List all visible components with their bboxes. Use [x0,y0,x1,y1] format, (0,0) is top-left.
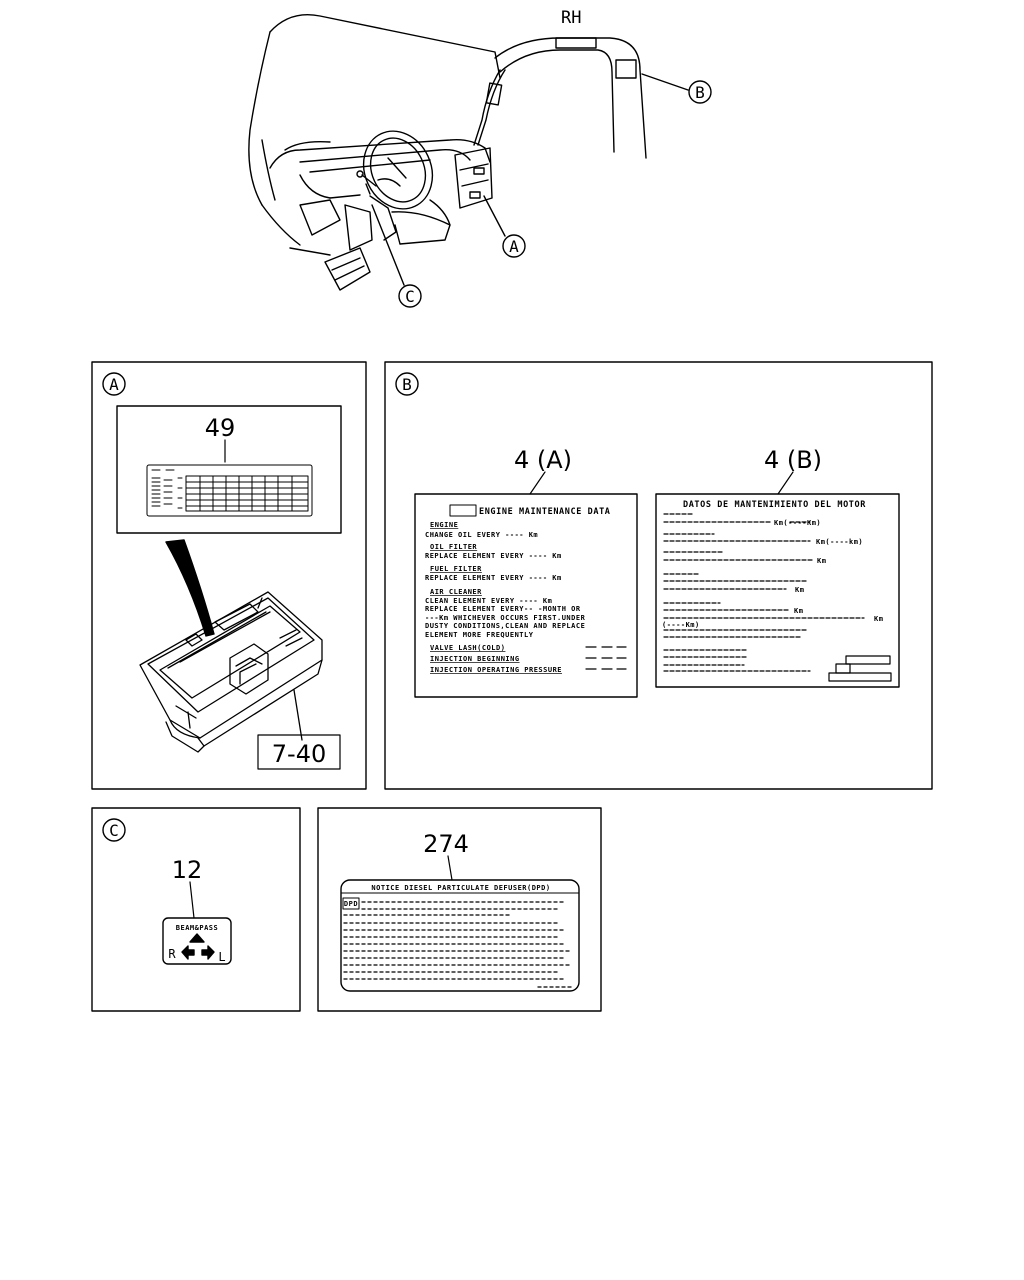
label-4a-title: ENGINE MAINTENANCE DATA [479,507,611,517]
label-49-decal [146,464,313,517]
arrow-up-icon [189,933,205,943]
callout-b-circle [688,80,712,104]
panel-a-letter: A [109,375,119,394]
arrow-right-icon [201,945,215,960]
panel-c-letter-circle [102,818,126,842]
label-274-title: NOTICE DIESEL PARTICULATE DEFUSER(DPD) [371,884,550,892]
label-4a-spec-dashes [585,646,627,670]
label-4b-unit: (----Km) [662,621,700,629]
panel-a-label-box [116,405,342,534]
panel-a-letter-circle [102,372,126,396]
label-4b-ref: 4 (B) [764,446,822,474]
panel-b-letter: B [402,375,412,394]
label-4a-decal [414,493,638,698]
label-4b-dashed-lines [663,513,865,672]
label-274-decal [340,879,580,992]
left-letter: L [218,950,225,964]
label-4a-line: DUSTY CONDITIONS,CLEAN AND REPLACE [425,622,585,630]
panel-b-frame [384,361,933,790]
label-4b-unit: Km [795,586,804,594]
label-274-ref: 274 [423,830,469,858]
panel-b-letter-circle [395,372,419,396]
label-4a-title-box [449,504,477,517]
pointer-wedge [165,539,215,637]
label-49-ref: 49 [205,414,236,442]
label-4a-line: REPLACE ELEMENT EVERY ---- Km [425,552,562,560]
label-4b-decal [655,493,900,688]
label-4b-title: DATOS DE MANTENIMIENTO DEL MOTOR [683,500,866,510]
label-4a-line: ---Km WHICHEVER OCCURS FIRST.UNDER [425,614,586,622]
arrow-left-icon [181,945,195,960]
label-4a-spec: VALVE LASH(COLD) [430,644,505,652]
callout-a-circle [502,234,526,258]
rh-side-label: RH [561,8,581,28]
part-7-40-ref: 7-40 [272,740,326,768]
panel-c-letter: C [109,821,119,840]
label-4a-line: FUEL FILTER [430,565,482,573]
callout-b-letter: B [695,83,705,102]
label-274-dashed-lines [343,901,573,988]
label-4a-ref: 4 (A) [514,446,572,474]
beam-pass-switch-label [162,917,232,965]
label-4a-line: CLEAN ELEMENT EVERY ---- Km [425,597,552,605]
label-4b-boxes [828,655,892,682]
panel-d-frame [317,807,602,1012]
callout-a-letter: A [509,237,519,256]
panel-c-frame [91,807,301,1012]
callout-c-letter: C [405,287,415,306]
cab-interior-illustration [248,14,689,291]
label-4a-line: ELEMENT MORE FREQUENTLY [425,631,534,639]
label-4b-unit: Km [874,615,883,623]
label-4a-line: CHANGE OIL EVERY ---- Km [425,531,538,539]
label-4a-line: ENGINE [430,521,458,529]
label-4b-unit: Km(----km) [816,538,863,546]
dpd-badge-box [342,897,360,910]
label-4a-line: OIL FILTER [430,543,477,551]
label-4a-line: REPLACE ELEMENT EVERY-- -MONTH OR [425,605,581,613]
label-12-ref: 12 [172,856,203,884]
callout-c-circle [398,284,422,308]
beam-pass-text: BEAM&PASS [176,924,218,932]
label-4b-unit: Km [794,607,803,615]
part-7-40-box [257,734,341,770]
dpd-badge-text: DPD [344,900,358,908]
label-4a-line: REPLACE ELEMENT EVERY ---- Km [425,574,562,582]
label-4a-line: AIR CLEANER [430,588,482,596]
right-letter: R [168,947,176,961]
label-4a-spec: INJECTION OPERATING PRESSURE [430,666,562,674]
label-4a-spec: INJECTION BEGINNING [430,655,520,663]
panel-a-frame [91,361,367,790]
label-4b-unit: Km [817,557,826,565]
glovebox-lid-drawing [139,591,323,753]
label-4b-unit: Km(----Km) [774,519,821,527]
